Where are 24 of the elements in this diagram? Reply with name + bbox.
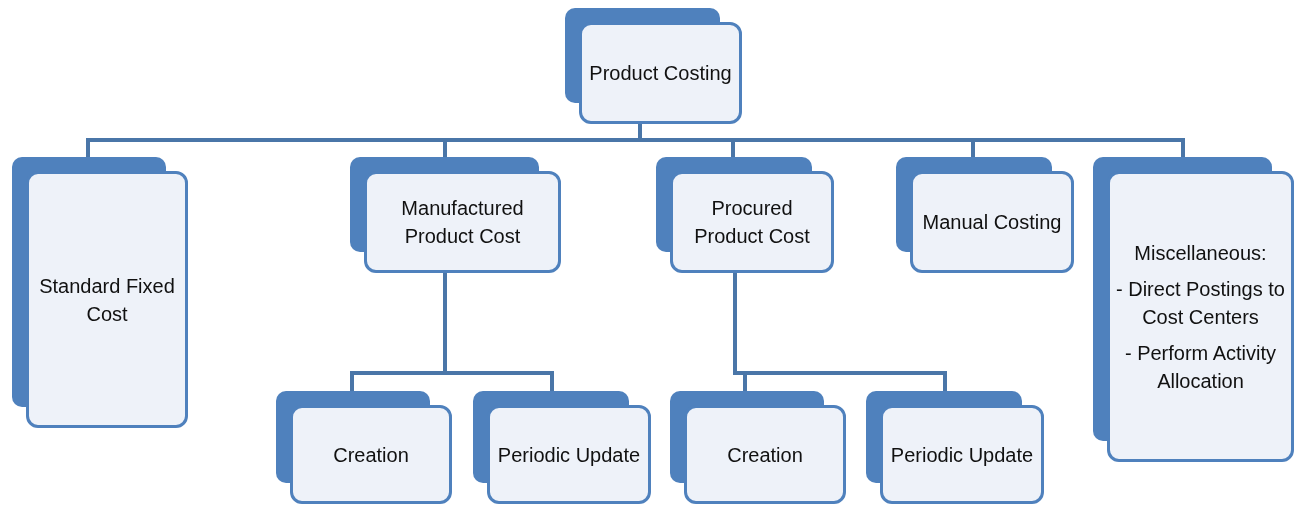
process-box	[656, 157, 834, 273]
box-label: Manual Costing	[922, 210, 1062, 235]
connector-line	[733, 273, 947, 391]
process-box	[866, 391, 1044, 504]
process-box	[350, 157, 561, 273]
box-label: Miscellaneous:	[1134, 240, 1267, 266]
box-label: - Perform Activity Allocation	[1123, 340, 1278, 394]
box-label: Creation	[727, 442, 803, 468]
connector-line	[443, 273, 554, 391]
box-label: Standard Fixed Cost	[38, 273, 176, 327]
box-label: Periodic Update	[890, 442, 1034, 468]
process-box	[670, 391, 846, 504]
process-box	[276, 391, 452, 504]
process-box	[565, 8, 742, 124]
box-label: Creation	[333, 442, 409, 468]
process-box	[896, 157, 1074, 273]
process-box	[1093, 157, 1294, 462]
box-label: Product Costing	[589, 61, 732, 86]
box-label: - Direct Postings to Cost Centers	[1116, 276, 1285, 330]
box-label: Procured Product Cost	[693, 196, 811, 249]
process-box	[473, 391, 651, 504]
process-box	[12, 157, 188, 428]
box-label: Manufactured Product Cost	[400, 196, 525, 249]
box-label: Periodic Update	[497, 442, 641, 468]
